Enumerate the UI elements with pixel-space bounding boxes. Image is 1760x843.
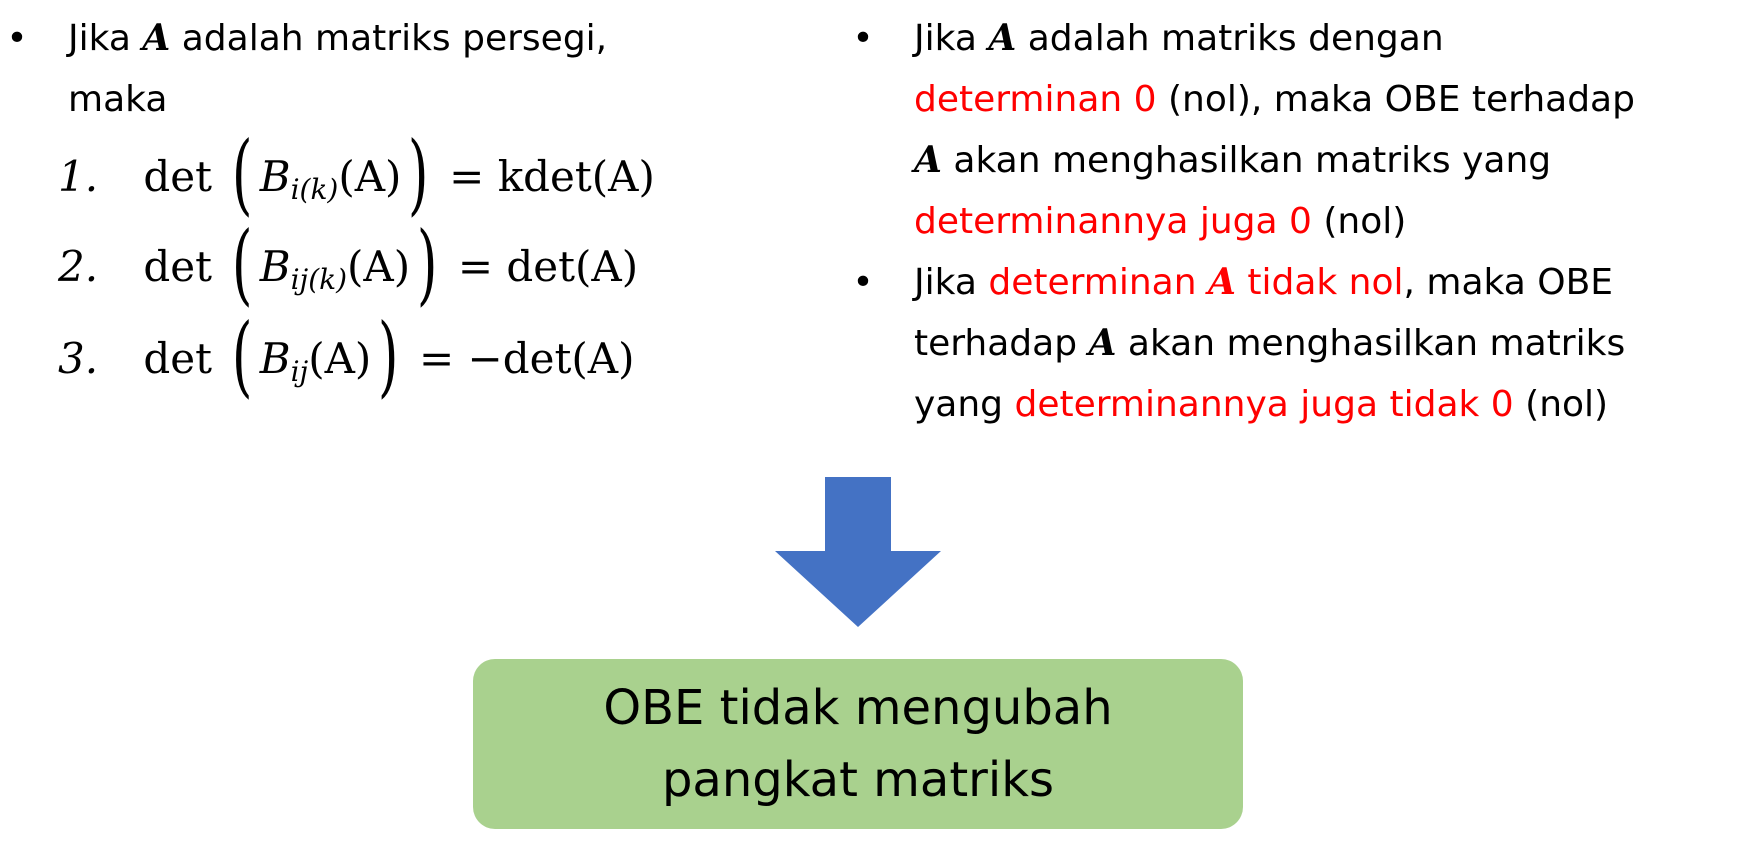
- result-line-2: pangkat matriks: [661, 752, 1055, 808]
- formula-1: 1. det (Bi(k)(A)) = kdet(A): [58, 122, 655, 225]
- right-bullet-1-line-4: determinannya juga 0 (nol): [914, 201, 1407, 242]
- right-bullet-2-line-1: Jika determinan A tidak nol, maka OBE: [914, 261, 1614, 303]
- result-line-1: OBE tidak mengubah: [603, 680, 1113, 736]
- result-box: OBE tidak mengubah pangkat matriks: [473, 659, 1243, 829]
- bullet-dot: •: [6, 18, 28, 59]
- left-bullet-line-1: Jika A adalah matriks persegi,: [68, 17, 608, 59]
- down-arrow-icon: [775, 477, 941, 627]
- right-bullet-1-line-3: A akan menghasilkan matriks yang: [914, 139, 1552, 181]
- right-bullet-1-line-1: Jika A adalah matriks dengan: [914, 17, 1444, 59]
- left-bullet-line-2: maka: [68, 79, 168, 120]
- bullet-dot: •: [852, 18, 874, 59]
- right-bullet-1-line-2: determinan 0 (nol), maka OBE terhadap: [914, 79, 1635, 120]
- bullet-dot: •: [852, 262, 874, 303]
- right-bullet-2-line-3: yang determinannya juga tidak 0 (nol): [914, 384, 1609, 425]
- formula-2: 2. det (Bij(k)(A)) = det(A): [58, 212, 639, 315]
- right-bullet-2-line-2: terhadap A akan menghasilkan matriks: [914, 322, 1626, 364]
- formula-3: 3. det (Bij(A)) = −det(A): [58, 304, 635, 407]
